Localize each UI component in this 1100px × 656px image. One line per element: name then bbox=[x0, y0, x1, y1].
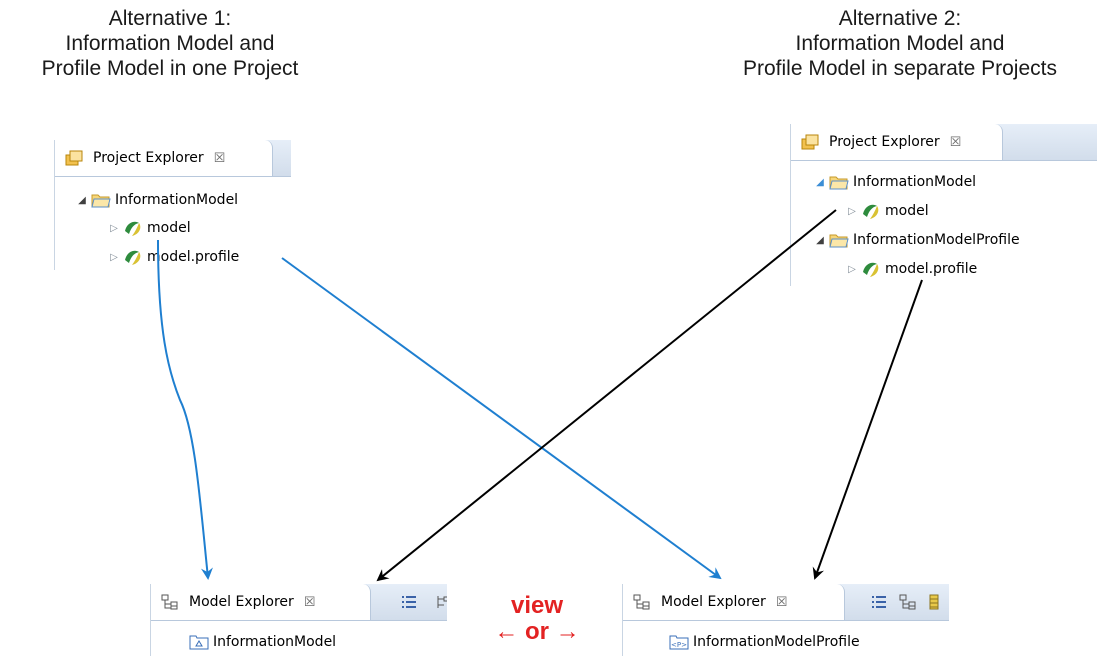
model-icon bbox=[863, 262, 879, 277]
direction-text: ← or → bbox=[494, 618, 580, 645]
close-icon[interactable]: ☒ bbox=[775, 594, 788, 610]
tree-item-project[interactable]: ◢ InformationModel bbox=[75, 188, 238, 212]
tree-item-label: model bbox=[885, 203, 929, 219]
tree-item-model[interactable]: ▷ model bbox=[845, 199, 929, 223]
tree-item-label: InformationModelProfile bbox=[853, 232, 1020, 248]
tab-label: Model Explorer bbox=[661, 594, 766, 610]
connector-arrow-profile-to-profile-view bbox=[281, 257, 722, 580]
model-icon bbox=[125, 250, 141, 265]
model-package-icon bbox=[189, 635, 209, 650]
tab-model-explorer[interactable]: Model Explorer ☒ bbox=[623, 584, 845, 620]
model-icon bbox=[125, 221, 141, 236]
tab-model-explorer[interactable]: Model Explorer ☒ bbox=[151, 584, 371, 620]
profile-package-icon: <P> bbox=[669, 635, 689, 650]
project-explorer-panel-1: Project Explorer ☒ ◢ InformationModel ▷ … bbox=[54, 140, 291, 270]
svg-text:<P>: <P> bbox=[671, 641, 687, 649]
folder-icon bbox=[91, 194, 111, 208]
project-explorer-panel-2: Project Explorer ☒ ◢ InformationModel ▷ … bbox=[790, 124, 1097, 286]
tree-item-label: model.profile bbox=[885, 261, 978, 277]
tab-project-explorer[interactable]: Project Explorer ☒ bbox=[791, 124, 1003, 160]
heading-alternative-1: Alternative 1: Information Model and Pro… bbox=[0, 6, 340, 81]
project-explorer-icon bbox=[801, 134, 819, 150]
model-explorer-icon bbox=[161, 594, 178, 610]
filter-icon[interactable] bbox=[929, 594, 939, 610]
expand-icon[interactable]: ◢ bbox=[816, 176, 824, 188]
tree-item-label: InformationModel bbox=[853, 174, 977, 190]
tree-item-label: model bbox=[147, 220, 191, 236]
model-explorer-panel-1: Model Explorer ☒ InformationModel bbox=[150, 584, 447, 656]
close-icon[interactable]: ☒ bbox=[213, 150, 226, 166]
tab-label: Project Explorer bbox=[93, 150, 204, 166]
collapse-icon[interactable]: ▷ bbox=[848, 205, 856, 217]
model-explorer-panel-2: Model Explorer ☒ <P> InformationModelPro… bbox=[622, 584, 949, 656]
tree-item-project-profile[interactable]: ◢ InformationModelProfile bbox=[813, 228, 1020, 252]
tree-item-model-profile[interactable]: ▷ model.profile bbox=[845, 257, 977, 281]
heading-line: Profile Model in separate Projects bbox=[743, 57, 1057, 80]
collapse-icon[interactable]: ▷ bbox=[848, 263, 856, 275]
tab-label: Project Explorer bbox=[829, 134, 940, 150]
tree-item-project[interactable]: ◢ InformationModel bbox=[813, 170, 976, 194]
tab-project-explorer[interactable]: Project Explorer ☒ bbox=[55, 140, 273, 176]
tree-item-label: InformationModelProfile bbox=[693, 634, 860, 650]
close-icon[interactable]: ☒ bbox=[949, 134, 962, 150]
tree-item-model-profile[interactable]: ▷ model.profile bbox=[107, 245, 239, 269]
tree-item-model-root[interactable]: InformationModel bbox=[187, 630, 336, 654]
expand-icon[interactable]: ◢ bbox=[816, 234, 824, 246]
heading-alternative-2: Alternative 2: Information Model and Pro… bbox=[700, 6, 1100, 81]
close-icon[interactable]: ☒ bbox=[303, 594, 316, 610]
tree-item-label: model.profile bbox=[147, 249, 240, 265]
project-explorer-icon bbox=[65, 150, 83, 166]
tree-item-model[interactable]: ▷ model bbox=[107, 216, 191, 240]
tree-view-icon[interactable] bbox=[899, 594, 917, 610]
list-icon[interactable] bbox=[401, 594, 417, 610]
view-text: view bbox=[510, 592, 564, 619]
tree-view-icon[interactable] bbox=[435, 594, 447, 610]
heading-line: Profile Model in one Project bbox=[41, 57, 299, 80]
folder-icon bbox=[829, 176, 849, 190]
heading-line: Information Model and bbox=[65, 32, 275, 55]
connector-arrow-separate-profile-to-profile-view bbox=[812, 279, 923, 580]
tab-label: Model Explorer bbox=[189, 594, 294, 610]
collapse-icon[interactable]: ▷ bbox=[110, 251, 118, 263]
collapse-icon[interactable]: ▷ bbox=[110, 222, 118, 234]
list-icon[interactable] bbox=[871, 594, 887, 610]
tree-item-profile-root[interactable]: <P> InformationModelProfile bbox=[667, 630, 860, 654]
connector-arrow-model-to-information-model bbox=[157, 239, 213, 580]
folder-icon bbox=[829, 234, 849, 248]
tree-item-label: InformationModel bbox=[115, 192, 239, 208]
heading-line: Alternative 1: bbox=[108, 7, 232, 30]
expand-icon[interactable]: ◢ bbox=[78, 194, 86, 206]
model-icon bbox=[863, 204, 879, 219]
connector-arrow-separate-model-to-information-model bbox=[376, 209, 837, 582]
model-explorer-icon bbox=[633, 594, 650, 610]
heading-line: Alternative 2: bbox=[838, 7, 962, 30]
heading-line: Information Model and bbox=[795, 32, 1005, 55]
view-label: view ← or → bbox=[474, 593, 600, 645]
tree-item-label: InformationModel bbox=[213, 634, 337, 650]
